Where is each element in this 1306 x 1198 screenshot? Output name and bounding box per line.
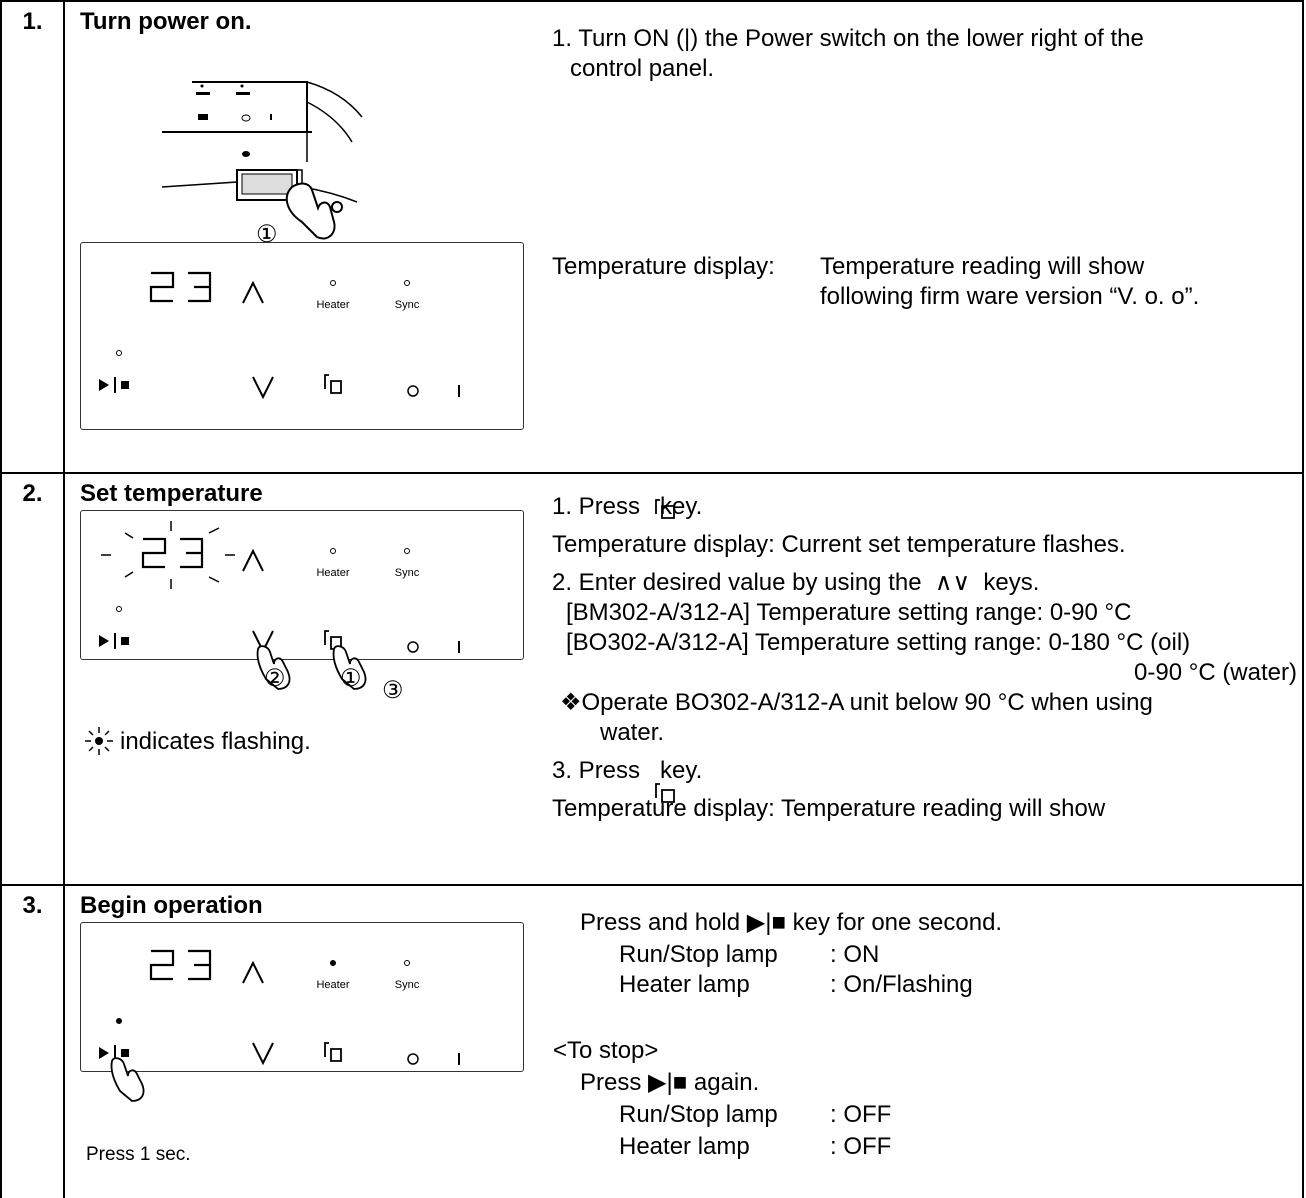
up-key-icon [242, 960, 264, 984]
set-key-icon [324, 374, 342, 394]
run-stop-key-icon [99, 379, 109, 391]
stop-line: Press ▶|■ again. [580, 1069, 760, 1096]
flashing-icon [85, 727, 113, 755]
instruction-line: Temperature display: Temperature reading… [552, 795, 1106, 822]
instruction-line: control panel. [570, 55, 715, 82]
pressing-hand-icon [332, 645, 367, 690]
pressing-hand-icon [110, 1057, 145, 1102]
callout-number: ① [256, 221, 278, 248]
device-power-switch-illustration [161, 81, 363, 240]
stop-heading: <To stop> [553, 1037, 659, 1064]
step-title: Begin operation [80, 892, 263, 919]
run-stop-key-icon [99, 635, 109, 647]
set-key-icon [324, 1042, 342, 1062]
control-panel: Heater Sync [80, 242, 524, 430]
display-text: Temperature reading will show [820, 253, 1145, 280]
svg-text:Sync: Sync [395, 567, 420, 579]
callout-number: ② [264, 665, 286, 692]
display-text: following firm ware version “V. o. o”. [820, 283, 1200, 310]
instruction-line: 1. Press key. [552, 493, 703, 520]
instruction-line: Temperature display: Current set tempera… [552, 531, 1126, 558]
step-1: 1. Turn power on. ① Heater [0, 0, 1304, 472]
up-key-icon [242, 280, 264, 304]
step-title: Turn power on. [80, 8, 252, 35]
pressing-hand-icon [256, 645, 291, 690]
lamp-name: Heater lamp [619, 971, 750, 998]
svg-text:Heater: Heater [316, 979, 349, 991]
step-1-instructions: 1. Turn ON (|) the Power switch on the l… [552, 24, 1144, 84]
lamp-name: Run/Stop lamp [619, 1101, 778, 1128]
lamp-name: Heater lamp [619, 1133, 750, 1160]
step-number: 1. [2, 2, 65, 472]
instruction-line: ❖Operate BO302-A/312-A unit below 90 °C … [560, 689, 1153, 716]
up-key-icon [242, 548, 264, 572]
lamp-value: : On/Flashing [830, 971, 973, 998]
instruction-line: 2. Enter desired value by using the ∧∨ k… [552, 569, 1040, 596]
svg-text:Heater: Heater [316, 567, 349, 579]
flash-note: indicates flashing. [120, 728, 311, 755]
instruction-line: 3. Press key. [552, 757, 703, 784]
lamp-value: : OFF [830, 1101, 892, 1128]
lamp-value: : OFF [830, 1133, 892, 1160]
instruction-line: Press and hold ▶|■ key for one second. [580, 909, 1003, 936]
step-number: 2. [2, 474, 65, 892]
callout-number: ① [340, 665, 362, 692]
control-panel: Heater Sync [80, 510, 524, 660]
instruction-line: water. [600, 719, 665, 746]
instruction-line: 1. Turn ON (|) the Power switch on the l… [552, 25, 1144, 52]
display-label: Temperature display: [552, 253, 775, 280]
control-panel: Heater Sync [80, 922, 524, 1072]
step-number: 3. [2, 886, 65, 1198]
step-2: 2. Set temperature Heater Sync [0, 472, 1304, 892]
step-3: 3. Begin operation Heater Sync Press 1 s… [0, 884, 1304, 1198]
set-key-icon [655, 499, 675, 519]
step-title: Set temperature [80, 480, 263, 507]
svg-text:Sync: Sync [395, 299, 420, 311]
instruction-line: [BO302-A/312-A] Temperature setting rang… [566, 629, 1191, 656]
instruction-line: 0-90 °C (water) [1134, 659, 1297, 686]
svg-text:Heater: Heater [316, 299, 349, 311]
lamp-name: Run/Stop lamp [619, 941, 778, 968]
run-stop-key-icon [99, 1047, 109, 1059]
step-3-instructions: Press and hold ▶|■ key for one second. [580, 908, 1002, 938]
lamp-value: : ON [830, 941, 880, 968]
svg-text:Sync: Sync [395, 979, 420, 991]
callout-number: ③ [382, 677, 404, 704]
down-key-icon [252, 1042, 274, 1066]
step-2-instructions: 1. Press key. Temperature display: Curre… [552, 492, 1297, 824]
instruction-line: [BM302-A/312-A] Temperature setting rang… [566, 599, 1132, 626]
down-key-icon [252, 376, 274, 400]
press-note: Press 1 sec. [86, 1144, 191, 1165]
set-key-icon [655, 783, 675, 803]
